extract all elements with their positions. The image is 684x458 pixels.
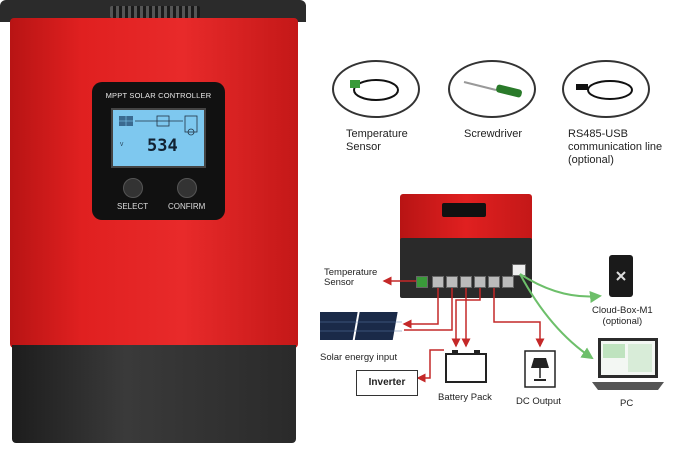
accessory-label-temperature-sensor: Temperature Sensor <box>346 128 408 153</box>
accessory-label-screwdriver: Screwdriver <box>464 128 523 140</box>
diagram-controller-lcd <box>442 203 486 217</box>
accessory-usb-cable <box>562 60 650 118</box>
lcd-value: 534 <box>147 136 178 156</box>
load-terminal-negative <box>502 276 514 288</box>
cloud-box-icon <box>609 255 633 297</box>
accessory-screwdriver <box>448 60 536 118</box>
battery-terminal-positive <box>460 276 472 288</box>
pv-terminal-negative <box>446 276 458 288</box>
usb-cable-icon <box>576 80 633 100</box>
inverter-box: Inverter <box>356 370 418 396</box>
accessory-temperature-sensor <box>332 60 420 118</box>
confirm-label: CONFIRM <box>168 202 206 211</box>
battery-terminal-negative <box>474 276 486 288</box>
temperature-terminal <box>416 276 428 288</box>
lamp-icon <box>524 350 556 388</box>
accessory-label-usb-cable: RS485-USB communication line (optional) <box>568 128 663 166</box>
solar-panel-icon <box>320 312 402 340</box>
pv-terminal-positive <box>432 276 444 288</box>
panel-title: MPPT SOLAR CONTROLLER <box>105 91 212 100</box>
diagram-controller-housing <box>400 194 532 244</box>
screwdriver-icon <box>463 81 522 98</box>
diagram-label-solar-input: Solar energy input <box>320 352 398 363</box>
temperature-sensor-cable-icon <box>350 79 399 101</box>
diagram-label-temperature-sensor: Temperature Sensor <box>324 267 378 288</box>
select-label: SELECT <box>117 202 149 211</box>
rs485-port <box>512 264 526 276</box>
laptop-icon <box>592 338 664 390</box>
load-terminal-positive <box>488 276 500 288</box>
controller-base-housing <box>12 345 296 443</box>
lcd-unit: V <box>120 142 124 148</box>
select-button-knob[interactable] <box>123 178 143 198</box>
confirm-button-knob[interactable] <box>177 178 197 198</box>
battery-icon <box>445 350 487 383</box>
diagram-label-pc: PC <box>620 398 634 409</box>
diagram-label-dc-output: DC Output <box>516 396 561 407</box>
cooling-fan-grille <box>110 6 200 18</box>
diagram-label-cloud-box: Cloud-Box-M1 (optional) <box>592 305 653 327</box>
lcd-screen <box>111 108 206 168</box>
lcd-icons <box>119 115 198 136</box>
diagram-label-battery: Battery Pack <box>438 392 492 403</box>
